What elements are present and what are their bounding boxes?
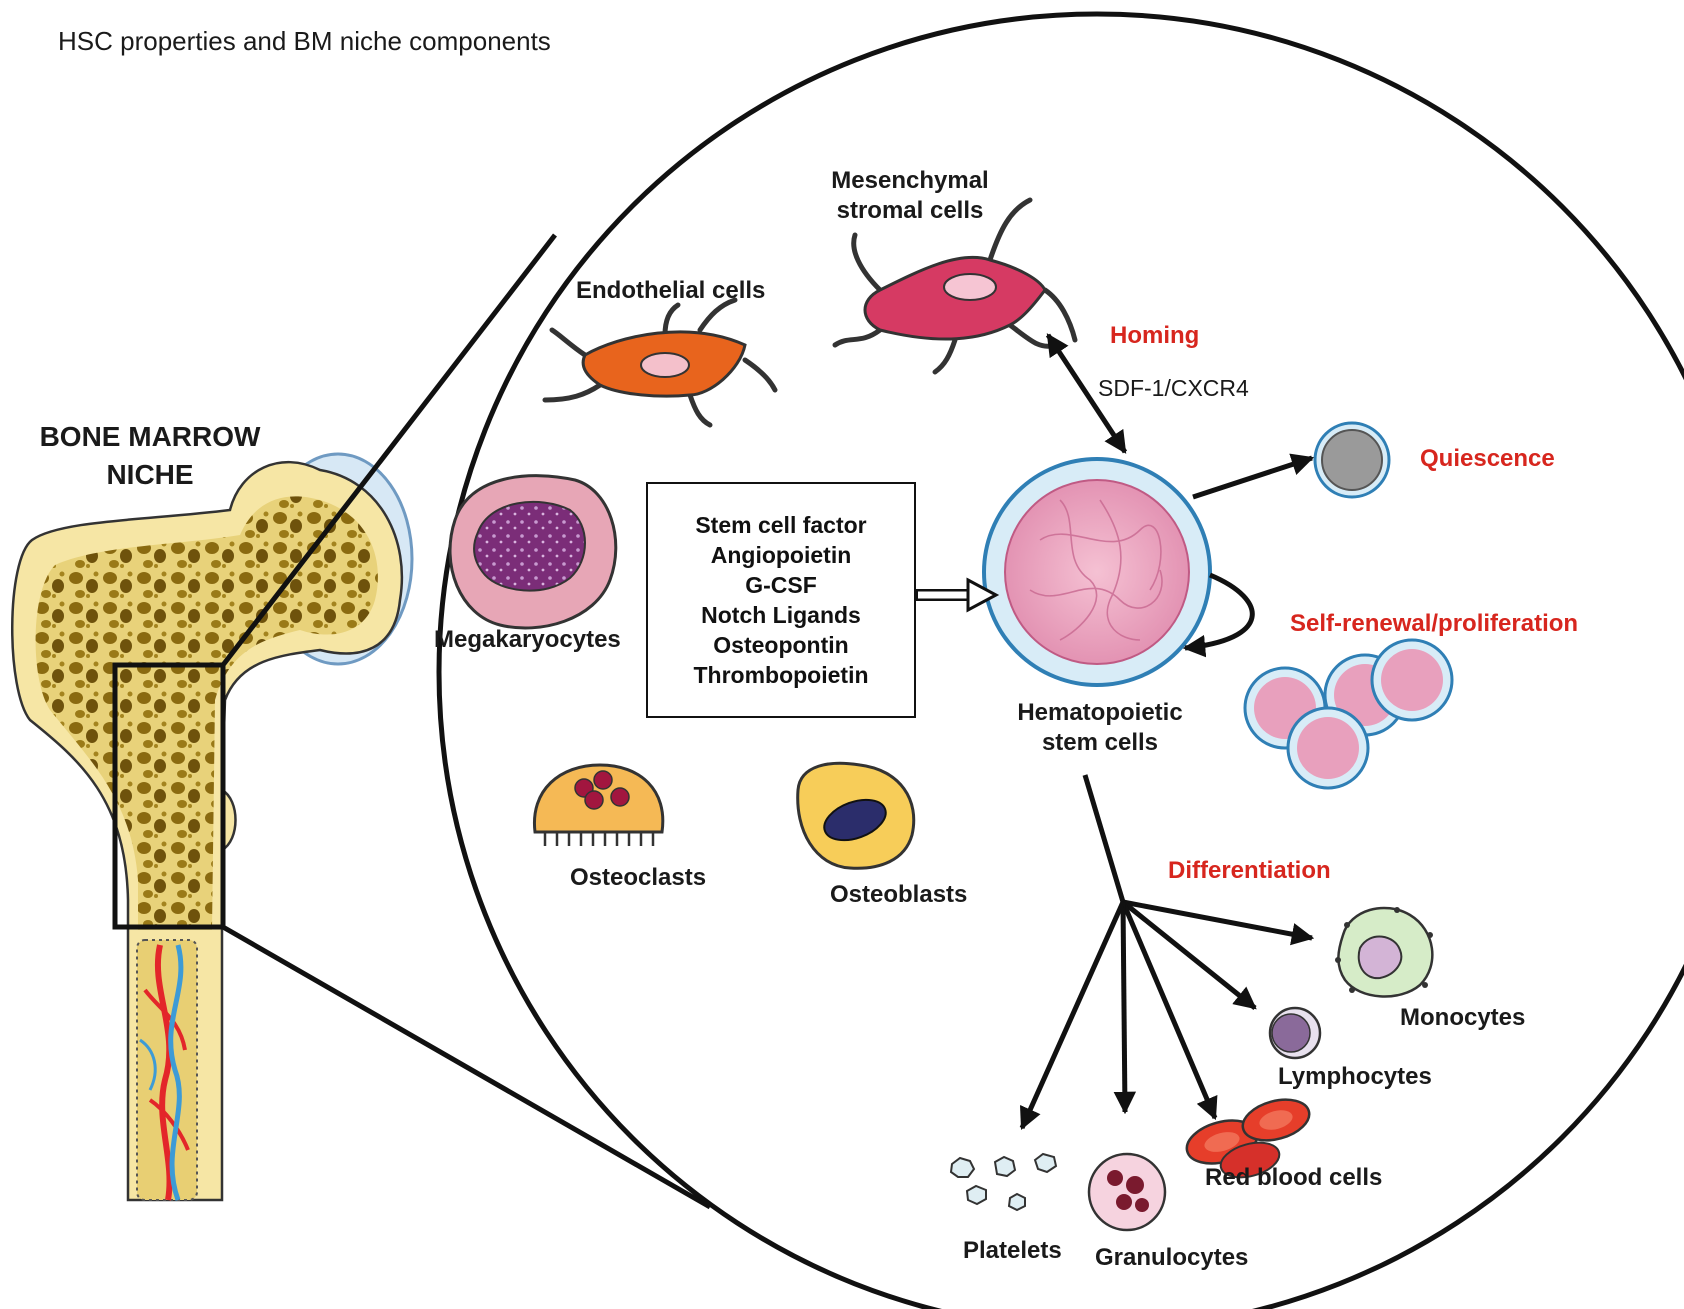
endothelial-label: Endothelial cells [576, 277, 766, 304]
trabecular-bone [35, 496, 378, 930]
differentiation-label: Differentiation [1168, 857, 1331, 884]
homing-arrow [1045, 333, 1128, 454]
granulocyte-cell [1087, 1152, 1167, 1232]
megakaryocytes-label: Megakaryocytes [434, 626, 621, 653]
zoom-line-bottom [221, 924, 712, 1210]
monocyte-cell [1335, 906, 1434, 998]
differentiation-tree [1019, 774, 1315, 1131]
hsc-label-line2: stem cells [1041, 729, 1159, 756]
osteoblasts-label: Osteoblasts [830, 881, 968, 908]
mesenchymal-label: Mesenchymal stromal cells [800, 166, 1020, 226]
zoom-box [112, 662, 226, 930]
platelets-label: Platelets [963, 1237, 1062, 1264]
quiescence-arrow [1192, 453, 1315, 500]
factor-item: Angiopoietin [710, 542, 852, 568]
homing-label: Homing [1110, 322, 1200, 349]
factors-arrow-head [966, 577, 1000, 613]
niche-factors-box: Stem cell factor Angiopoietin G-CSF Notc… [646, 482, 916, 718]
megakaryocyte-cell [448, 474, 618, 630]
quiescent-cell [1313, 421, 1391, 499]
factor-item: G-CSF [745, 572, 817, 598]
femur-bone-illustration [11, 452, 414, 1202]
self-renewed-cells-cluster [1243, 638, 1454, 790]
red-blood-cells [1185, 1098, 1311, 1179]
quiescence-label: Quiescence [1420, 445, 1555, 472]
osteoblast-cell [796, 761, 916, 870]
sdf-cxcr4-label: SDF-1/CXCR4 [1098, 375, 1249, 401]
platelets-group [949, 1152, 1058, 1212]
lymphocyte-cell [1268, 1006, 1322, 1060]
endothelial-cell [542, 297, 778, 428]
hsc-label: Hematopoietic stem cells [970, 698, 1230, 758]
factor-item: Stem cell factor [695, 512, 867, 538]
hematopoietic-stem-cell [982, 457, 1212, 687]
hsc-label-line1: Hematopoietic [1017, 699, 1183, 726]
lymphocytes-label: Lymphocytes [1278, 1063, 1432, 1090]
factor-item: Notch Ligands [701, 602, 861, 628]
mesenchymal-label-line1: Mesenchymal [831, 167, 989, 194]
page-title: HSC properties and BM niche components [58, 26, 551, 56]
bone-marrow-title-line1: BONE MARROW [39, 421, 261, 452]
artery-vessel [154, 944, 173, 1201]
bone-marrow-title-line2: NICHE [106, 459, 194, 490]
osteoclast-cell [532, 763, 665, 846]
osteoclasts-label: Osteoclasts [570, 864, 707, 891]
vein-vessel [168, 944, 184, 1201]
zoom-line-top [221, 233, 557, 667]
factor-item: Osteopontin [713, 632, 849, 658]
factor-item: Thrombopoietin [693, 662, 869, 688]
self-renewal-label: Self-renewal/proliferation [1290, 610, 1579, 637]
bone-marrow-niche-title: BONE MARROW NICHE [10, 418, 290, 494]
red-blood-cells-label: Red blood cells [1205, 1164, 1383, 1191]
self-renewal-arrow [1182, 572, 1255, 658]
monocytes-label: Monocytes [1400, 1004, 1526, 1031]
mesenchymal-label-line2: stromal cells [836, 197, 984, 224]
granulocytes-label: Granulocytes [1095, 1244, 1249, 1271]
